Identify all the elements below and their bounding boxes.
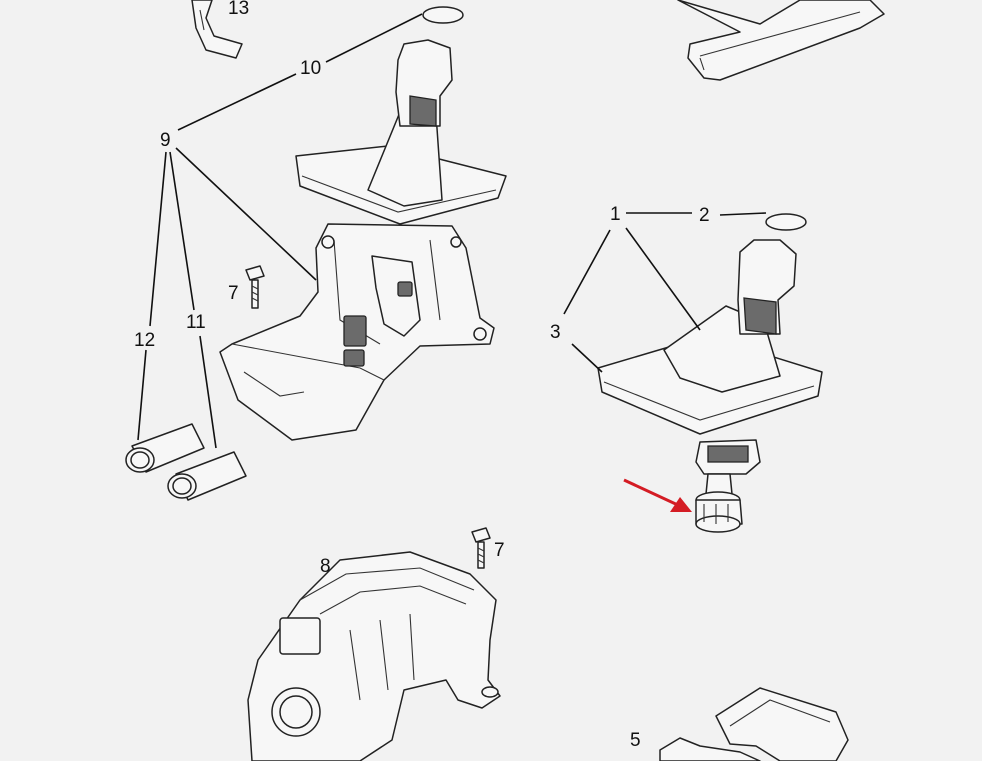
callout-5: 5 <box>630 730 641 751</box>
callout-10: 10 <box>300 58 321 79</box>
trim-panel-top-right <box>677 0 885 81</box>
part-8-housing <box>247 551 501 761</box>
part-7-bolt-lower <box>471 527 491 569</box>
callout-13: 13 <box>228 0 249 19</box>
callout-7-upper: 7 <box>228 283 239 304</box>
part-2-cap <box>765 213 807 231</box>
leader-lines <box>137 13 767 449</box>
callout-2: 2 <box>699 205 710 226</box>
part-12-bushing <box>125 423 205 473</box>
callout-11: 11 <box>186 312 206 333</box>
callout-9: 9 <box>160 130 171 151</box>
callout-8: 8 <box>320 556 331 577</box>
highlight-arrow <box>623 478 692 512</box>
callout-7-lower: 7 <box>494 540 505 561</box>
callout-1: 1 <box>610 204 621 225</box>
part-13-clip <box>191 0 243 59</box>
part-11-bushing <box>167 451 247 501</box>
part-5-trim <box>659 737 761 761</box>
shifter-assembly-right <box>597 239 823 475</box>
shifter-assembly-left <box>219 39 507 441</box>
callout-3: 3 <box>550 322 561 343</box>
part-7-bolt-upper <box>245 265 265 309</box>
trim-panel-bottom-right <box>715 687 849 761</box>
callout-12: 12 <box>134 330 155 351</box>
part-10-cap <box>422 6 464 24</box>
highlighted-bushing-part <box>695 473 743 533</box>
